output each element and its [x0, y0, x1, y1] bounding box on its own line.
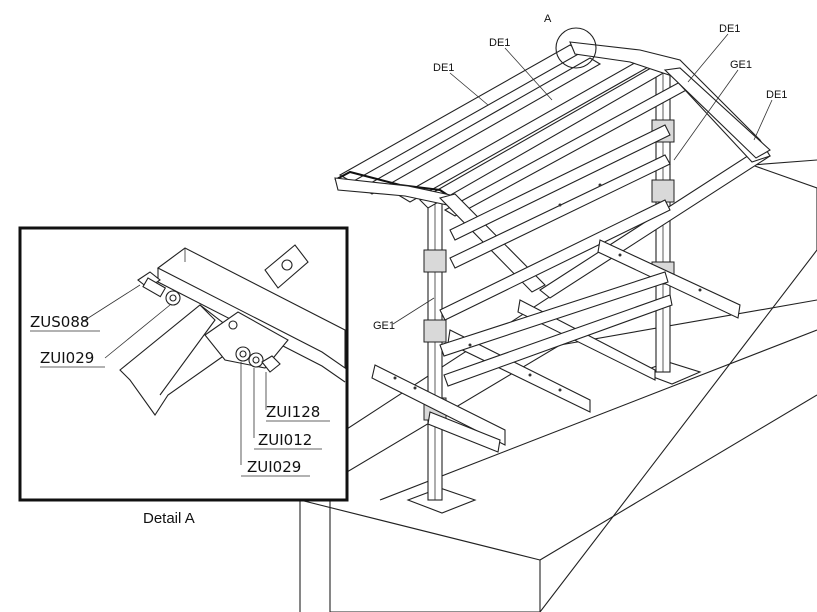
bolt-holes [393, 183, 702, 392]
detail-a-panel: ZUS088 ZUI029 ZUI128 ZUI012 ZUI029 [18, 226, 349, 502]
part-labels: A DE1 DE1 DE1 GE1 DE1 GE1 [373, 13, 787, 332]
part-label-zui029-a: ZUI029 [40, 349, 94, 367]
label-de1-b: DE1 [433, 62, 454, 74]
detail-callout-circle [555, 27, 597, 69]
detail-caption: Detail A [143, 510, 195, 527]
part-label-zui029-b: ZUI029 [247, 458, 301, 476]
label-de1-a: DE1 [489, 37, 510, 49]
part-label-zui128: ZUI128 [266, 403, 320, 421]
shelter-frame [334, 27, 771, 514]
part-label-zui012: ZUI012 [258, 431, 312, 449]
part-label-zus088: ZUS088 [30, 313, 89, 331]
label-de1-d: DE1 [766, 89, 787, 101]
label-ge1-a: GE1 [730, 59, 752, 71]
callout-letter: A [544, 13, 552, 25]
label-ge1-b: GE1 [373, 320, 395, 332]
label-de1-c: DE1 [719, 23, 740, 35]
